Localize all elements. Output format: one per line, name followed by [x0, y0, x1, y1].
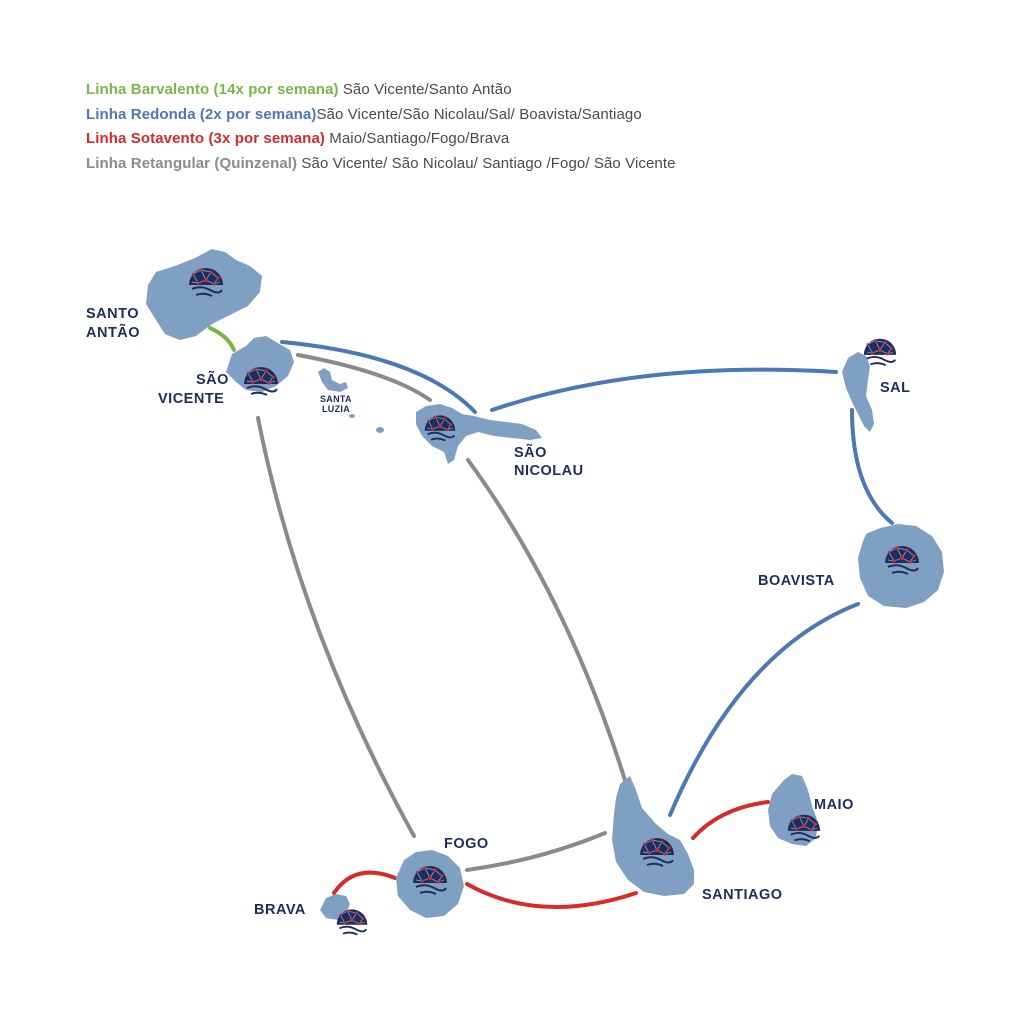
- island-shape: [318, 368, 348, 392]
- island-label: MAIO: [814, 797, 854, 813]
- route-retangular-sv-sn: [296, 353, 432, 402]
- route-retangular-sant-fogo: [465, 831, 607, 872]
- route-sotavento-sant-fogo: [465, 882, 638, 910]
- route-sotavento-fogo-brava: [332, 870, 397, 895]
- island-shape: [612, 776, 694, 896]
- island-sao-nicolau: SÃO NICOLAU: [416, 404, 584, 479]
- legend-row-barlavento: Linha Barvalento (14x por semana) São Vi…: [86, 78, 676, 103]
- island-shape: [842, 352, 874, 432]
- island-label: SAL: [880, 380, 911, 396]
- island-sao-vicente: SÃO VICENTE: [158, 336, 294, 407]
- island-label: SÃO: [514, 443, 547, 461]
- island-label: ANTÃO: [86, 323, 140, 341]
- islet: [376, 427, 384, 433]
- island-fogo: FOGO: [396, 836, 489, 918]
- island-brava: BRAVA: [254, 894, 369, 936]
- legend-line-name: Linha Sotavento (3x por semana): [86, 130, 325, 147]
- route-redonda-sn-sal: [490, 367, 838, 412]
- legend-line-name: Linha Retangular (Quinzenal): [86, 154, 298, 172]
- legend-row-redonda: Linha Redonda (2x por semana)São Vicente…: [86, 103, 676, 128]
- legend-route: São Vicente/São Nicolau/Sal/ Boavista/Sa…: [316, 105, 642, 123]
- route-retangular-fogo-sv: [256, 416, 416, 838]
- island-santo-antao: SANTO ANTÃO: [86, 249, 262, 341]
- island-shape: [226, 336, 294, 392]
- island-label: BOAVISTA: [758, 573, 835, 589]
- island-santiago: SANTIAGO: [612, 776, 783, 903]
- legend: Linha Barvalento (14x por semana) São Vi…: [86, 78, 676, 176]
- route-barlavento-sv-sa: [208, 326, 236, 352]
- route-sotavento-maio-sant: [691, 800, 770, 840]
- legend-line-name: Linha Barvalento (14x por semana): [86, 81, 339, 98]
- routes: [208, 326, 894, 910]
- island-label: VICENTE: [158, 391, 224, 407]
- island-label: LUZIA: [322, 404, 350, 414]
- island-shape: [768, 774, 818, 846]
- island-label: SANTO: [86, 306, 139, 322]
- island-maio: MAIO: [768, 774, 854, 846]
- route-retangular-sn-sant: [466, 458, 630, 792]
- island-sal: SAL: [842, 337, 911, 432]
- route-redonda-boa-sant: [668, 602, 860, 817]
- legend-route: São Vicente/Santo Antão: [338, 81, 512, 98]
- route-redonda-sal-boa: [850, 408, 894, 525]
- island-label: NICOLAU: [514, 463, 584, 479]
- logo-icon: [862, 337, 898, 367]
- legend-row-sotavento: Linha Sotavento (3x por semana) Maio/San…: [86, 127, 676, 152]
- island-label: FOGO: [444, 836, 489, 852]
- island-boavista: BOAVISTA: [758, 524, 944, 608]
- island-label: SANTIAGO: [702, 887, 783, 903]
- legend-row-retangular: Linha Retangular (Quinzenal) São Vicente…: [86, 152, 676, 177]
- legend-route: Maio/Santiago/Fogo/Brava: [324, 130, 510, 147]
- island-label: BRAVA: [254, 902, 306, 918]
- legend-line-name: Linha Redonda (2x por semana): [86, 105, 317, 123]
- island-santa-luzia: SANTA LUZIA: [318, 368, 384, 433]
- island-label: SÃO: [196, 370, 229, 388]
- route-redonda-sv-sn: [280, 340, 477, 414]
- islet: [349, 414, 355, 418]
- island-label: SANTA: [320, 394, 352, 404]
- legend-route: São Vicente/ São Nicolau/ Santiago /Fogo…: [297, 154, 676, 172]
- island-shape: [396, 850, 464, 918]
